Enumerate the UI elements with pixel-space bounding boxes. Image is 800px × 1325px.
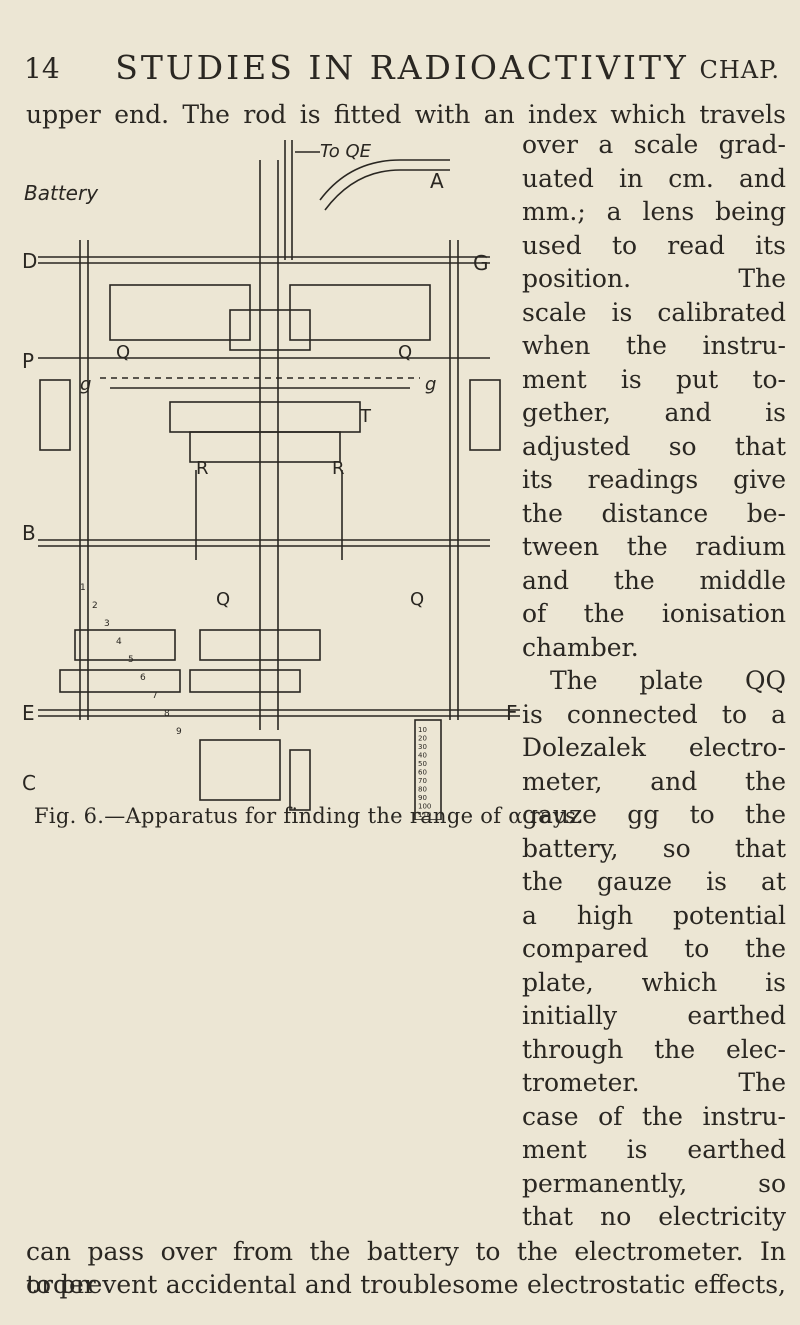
text-column-line: position. The bbox=[522, 264, 786, 293]
scale-tick-label: 40 bbox=[418, 752, 427, 760]
text-column-line: the gauze is at bbox=[522, 867, 786, 896]
rod-number-label: 8 bbox=[164, 709, 170, 719]
label-t: T bbox=[359, 406, 372, 427]
text-column-line: case of the instru- bbox=[522, 1101, 786, 1131]
text-column-line: through the elec- bbox=[522, 1034, 786, 1064]
scale-tick-label: 60 bbox=[418, 769, 427, 777]
scale-tick-label: 90 bbox=[418, 794, 427, 802]
rod-number-label: 4 bbox=[116, 637, 122, 647]
label-q-lower-left: Q bbox=[216, 589, 230, 610]
rod-number-label: 2 bbox=[92, 601, 98, 611]
scale-tick-label: 100 bbox=[418, 803, 431, 811]
text-column-line: a high potential bbox=[522, 900, 786, 930]
label-to-qe: To QE bbox=[320, 141, 372, 162]
text-column-line: its readings give bbox=[522, 465, 786, 494]
page-header: 14 STUDIES IN RADIOACTIVITY CHAP. bbox=[24, 48, 780, 88]
text-column-line: gether, and is bbox=[522, 398, 786, 427]
label-e: E bbox=[22, 701, 35, 725]
text-line-top: upper end. The rod is fitted with an ind… bbox=[26, 100, 786, 129]
figure-caption: Fig. 6.—Apparatus for finding the range … bbox=[34, 804, 584, 828]
text-column-line: permanently, so bbox=[522, 1168, 786, 1198]
label-a: A bbox=[430, 169, 444, 193]
label-g-left: g bbox=[80, 374, 91, 395]
chapter-label: CHAP. bbox=[699, 56, 780, 84]
label-r-right: R bbox=[332, 458, 345, 479]
text-column-line: plate, which is bbox=[522, 967, 786, 997]
scale-tick-label: 30 bbox=[418, 743, 427, 751]
label-g-right: g bbox=[425, 374, 436, 395]
rod-number-label: 9 bbox=[176, 727, 182, 737]
text-column-line: compared to the bbox=[522, 934, 786, 963]
text-column-line: over a scale grad- bbox=[522, 130, 786, 159]
scale-tick-label: 110 bbox=[418, 811, 431, 819]
label-q-upper-right: Q bbox=[398, 342, 412, 363]
text-column-line: is connected to a bbox=[522, 699, 786, 729]
label-g: G bbox=[473, 251, 489, 275]
label-q-lower-right: Q bbox=[410, 589, 424, 610]
text-line-bottom-1: can pass over from the battery to the el… bbox=[26, 1237, 786, 1299]
scale-tick-label: 20 bbox=[418, 735, 427, 743]
text-column-line: chamber. bbox=[522, 632, 639, 662]
rod-number-label: 7 bbox=[152, 691, 158, 701]
text-column-line: uated in cm. and bbox=[522, 163, 786, 193]
text-column-line: battery, so that bbox=[522, 833, 786, 863]
text-column-line: gauze gg to the bbox=[522, 800, 786, 829]
rod-number-label: 1 bbox=[80, 583, 86, 593]
text-column-line: adjusted so that bbox=[522, 431, 786, 461]
text-column-line: and the middle bbox=[522, 565, 786, 595]
label-battery: Battery bbox=[24, 181, 99, 205]
text-column-line: ment is put to- bbox=[522, 364, 786, 394]
text-column-line: initially earthed bbox=[522, 1001, 786, 1030]
text-line-bottom-2: to prevent accidental and troublesome el… bbox=[26, 1270, 786, 1299]
text-column: over a scale grad-uated in cm. and mm.; a… bbox=[522, 128, 786, 1234]
text-column-line: trometer. The bbox=[522, 1068, 786, 1097]
text-column-line: the distance be- bbox=[522, 498, 786, 528]
text-column-line: mm.; a lens being bbox=[522, 197, 786, 226]
text-column-line: of the ionisation bbox=[522, 599, 786, 628]
apparatus-figure: To QE A D G P Q Q g g T R R B Q Q E F C … bbox=[22, 140, 520, 820]
rod-number-label: 5 bbox=[128, 655, 134, 665]
label-q-upper-left: Q bbox=[116, 342, 130, 363]
text-column-line: tween the radium bbox=[522, 532, 786, 561]
text-column-line: Dolezalek electro- bbox=[522, 733, 786, 762]
text-column-line: when the instru- bbox=[522, 331, 786, 360]
label-c: C bbox=[22, 771, 36, 795]
label-d: D bbox=[22, 249, 37, 273]
text-column-line: meter, and the bbox=[522, 766, 786, 796]
rod-number-label: 3 bbox=[104, 619, 110, 629]
running-title: STUDIES IN RADIOACTIVITY bbox=[115, 48, 689, 87]
scale-tick-label: 50 bbox=[418, 760, 427, 768]
scale-tick-label: 70 bbox=[418, 777, 427, 785]
text-column-line: scale is calibrated bbox=[522, 297, 786, 327]
label-f: F bbox=[506, 701, 518, 725]
scale-tick-label: 80 bbox=[418, 786, 427, 794]
text-column-line: used to read its bbox=[522, 230, 786, 260]
text-column-line: The plate QQ bbox=[550, 666, 786, 695]
label-p: P bbox=[22, 349, 34, 373]
scale-tick-label: 10 bbox=[418, 726, 427, 734]
text-column-line: that no electricity bbox=[522, 1202, 786, 1231]
page-number: 14 bbox=[24, 52, 60, 85]
label-r-left: R bbox=[196, 458, 209, 479]
rod-number-label: 6 bbox=[140, 673, 146, 683]
text-column-line: ment is earthed bbox=[522, 1135, 786, 1164]
label-b: B bbox=[22, 521, 36, 545]
